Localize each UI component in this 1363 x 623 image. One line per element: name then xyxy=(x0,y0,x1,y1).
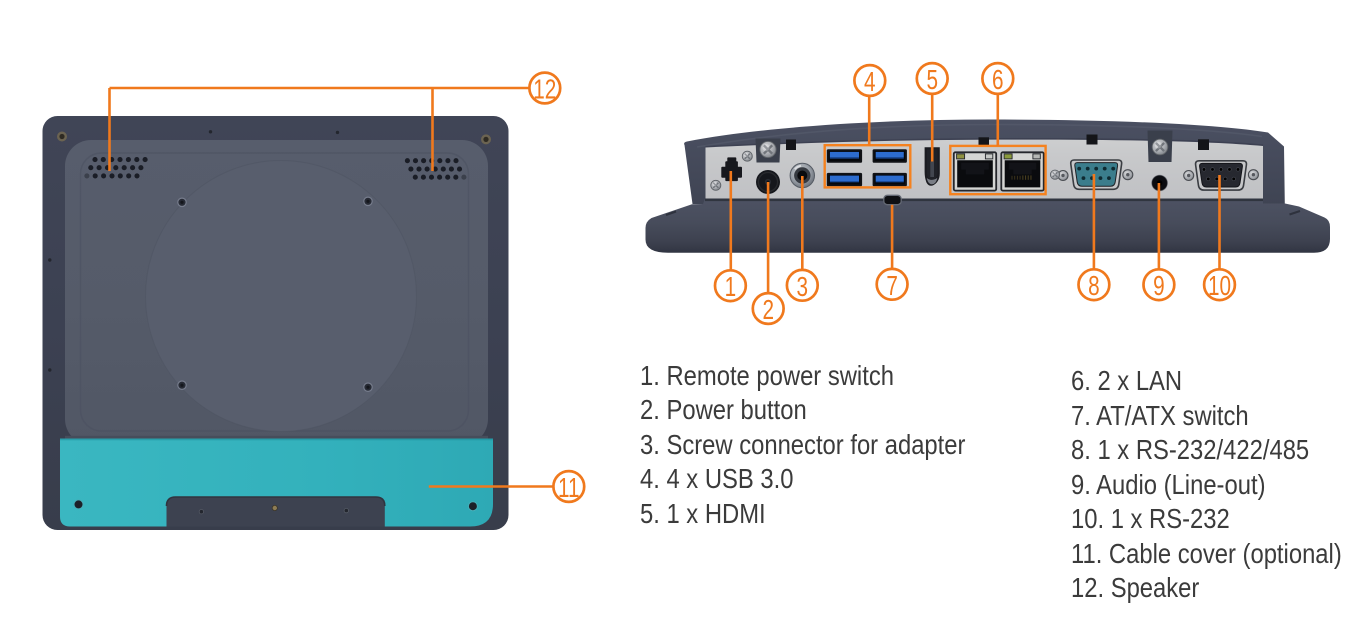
svg-text:12: 12 xyxy=(533,75,556,106)
svg-text:4: 4 xyxy=(864,67,876,98)
svg-text:3: 3 xyxy=(797,272,809,303)
svg-text:9: 9 xyxy=(1153,271,1165,302)
svg-text:10: 10 xyxy=(1208,271,1231,302)
svg-text:5: 5 xyxy=(926,65,938,96)
svg-text:8: 8 xyxy=(1088,271,1100,302)
svg-text:7: 7 xyxy=(886,271,898,302)
svg-text:6: 6 xyxy=(992,65,1004,96)
svg-text:1: 1 xyxy=(725,272,737,303)
svg-text:2: 2 xyxy=(762,295,774,326)
svg-text:11: 11 xyxy=(558,473,580,504)
